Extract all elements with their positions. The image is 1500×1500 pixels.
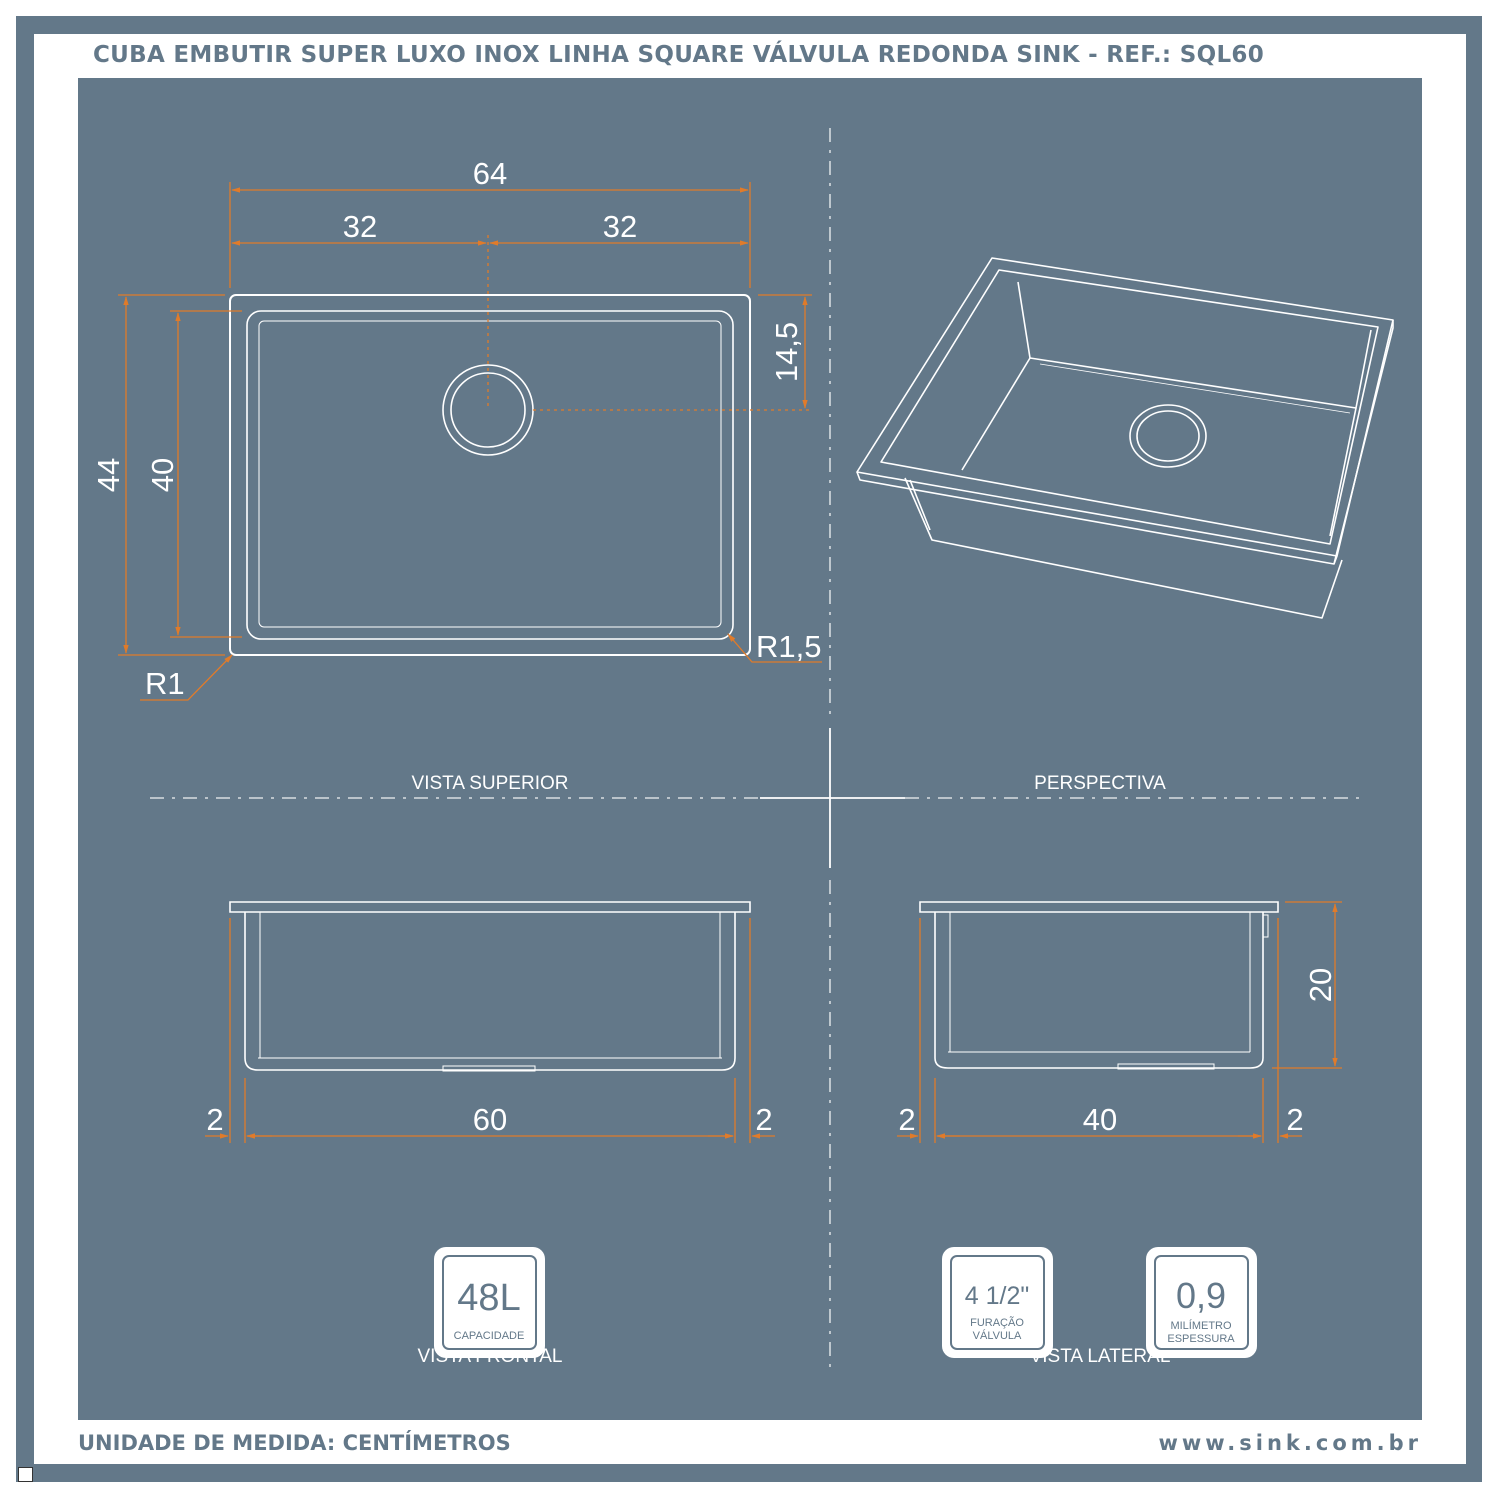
website-link[interactable]: www.sink.com.br [1158, 1431, 1422, 1455]
thickness-badge: 0,9 MILÍMETRO ESPESSURA [1146, 1247, 1257, 1358]
dim-half-right: 32 [603, 209, 637, 244]
front-dim-flange-left: 2 [206, 1102, 223, 1137]
side-view-dimensions [897, 901, 1342, 1143]
capacity-label: CAPACIDADE [454, 1330, 525, 1342]
dim-drain-offset: 14,5 [769, 322, 804, 382]
valve-label-2: VÁLVULA [973, 1329, 1022, 1342]
label-side-view: VISTA LATERAL [1030, 1346, 1171, 1367]
label-perspective: PERSPECTIVA [1034, 773, 1166, 794]
capacity-value: 48L [457, 1277, 520, 1319]
dim-radius-inner: R1,5 [756, 629, 821, 664]
label-top-view: VISTA SUPERIOR [412, 773, 569, 794]
valve-badge: 4 1/2" FURAÇÃO VÁLVULA [942, 1247, 1053, 1358]
front-view-sink [229, 901, 751, 1072]
front-view-dimensions [205, 918, 775, 1143]
valve-label-1: FURAÇÃO [970, 1316, 1024, 1329]
page-title: CUBA EMBUTIR SUPER LUXO INOX LINHA SQUAR… [93, 42, 1265, 68]
side-dim-inner-depth: 40 [1083, 1102, 1117, 1137]
top-view-dimensions [118, 182, 822, 701]
dim-total-width: 64 [473, 156, 507, 191]
center-cross [760, 728, 905, 868]
view-divider-lines [150, 128, 1365, 1370]
side-dim-flange-left: 2 [898, 1102, 915, 1137]
top-view-sink [229, 294, 751, 656]
capacity-badge: 48L CAPACIDADE [434, 1247, 545, 1358]
thickness-label-1: MILÍMETRO [1170, 1319, 1232, 1332]
front-dim-inner-width: 60 [473, 1102, 507, 1137]
side-dim-flange-right: 2 [1286, 1102, 1303, 1137]
dim-half-left: 32 [343, 209, 377, 244]
dim-outer-depth: 44 [91, 458, 126, 492]
thickness-value: 0,9 [1176, 1275, 1226, 1316]
valve-value: 4 1/2" [965, 1282, 1029, 1310]
thickness-label-2: ESPESSURA [1167, 1333, 1235, 1345]
dim-radius-outer: R1 [145, 666, 185, 701]
front-dim-flange-right: 2 [755, 1102, 772, 1137]
side-dim-height: 20 [1303, 968, 1338, 1002]
perspective-sink [856, 257, 1394, 619]
corner-marker [18, 1467, 33, 1482]
unit-note: UNIDADE DE MEDIDA: CENTÍMETROS [78, 1431, 511, 1455]
dim-inner-depth: 40 [145, 458, 180, 492]
side-view-sink [919, 901, 1279, 1070]
